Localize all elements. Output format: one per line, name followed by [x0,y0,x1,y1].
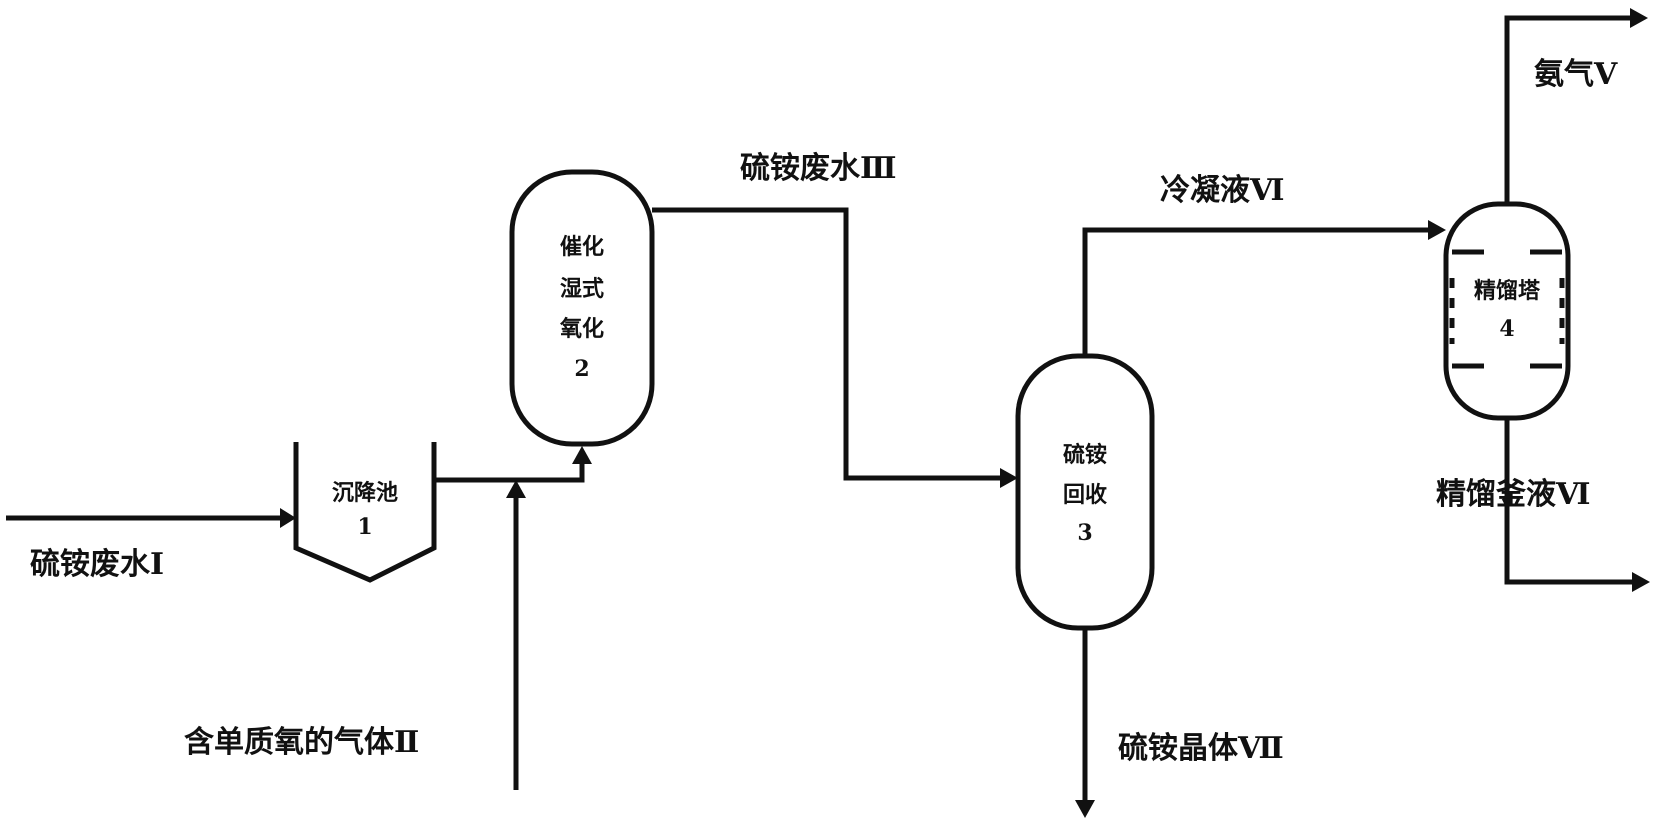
column-trays [1449,249,1565,369]
reactor2-label-line2: 湿式 [560,276,604,302]
column4-label: 精馏塔 [1474,278,1541,304]
stream-label-I: 硫铵废水Ⅰ [30,547,164,582]
arrow-into-recovery3 [1000,468,1018,488]
stream-label-VII: 硫铵晶体Ⅶ [1118,731,1284,766]
arrow-crystals-VII [1075,800,1095,818]
stream-label-II: 含单质氧的气体Ⅱ [184,725,419,760]
pipe-tank1-to-reactor2 [434,462,585,483]
tank1-number: 1 [357,514,372,540]
stream-label-VI-bottoms: 精馏釜液Ⅵ [1436,477,1591,512]
tank1-label: 沉降池 [332,480,398,506]
recovery3-label-line2: 回收 [1063,482,1107,508]
oxidation-reactor-2 [509,169,655,447]
reactor2-label-line1: 催化 [560,234,604,260]
arrow-into-reactor2 [572,446,592,464]
pipe-ammonia-V [1504,15,1632,204]
arrow-ammonia-V [1630,8,1648,28]
distillation-column-4 [1443,201,1571,421]
stream-label-III: 硫铵废水Ⅲ [740,151,897,186]
arrow-into-column4 [1428,220,1446,240]
pipe-condensate-VI [1082,227,1430,356]
recovery3-label-line1: 硫铵 [1063,442,1107,468]
arrow-bottoms-VI [1632,572,1650,592]
arrow-feed-I [280,508,296,528]
column4-number: 4 [1499,316,1514,342]
reactor2-number: 2 [574,356,589,382]
arrow-oxygen-II [506,480,526,498]
recovery3-number: 3 [1077,520,1092,546]
reactor2-label-line3: 氧化 [559,316,604,342]
pipe-bottoms-VI [1504,418,1634,585]
settling-tank-1 [293,442,437,583]
stream-label-V: 氨气Ⅴ [1534,57,1618,92]
stream-label-VI-condensate: 冷凝液Ⅵ [1160,173,1285,208]
pipe-stream-III [652,207,1002,481]
